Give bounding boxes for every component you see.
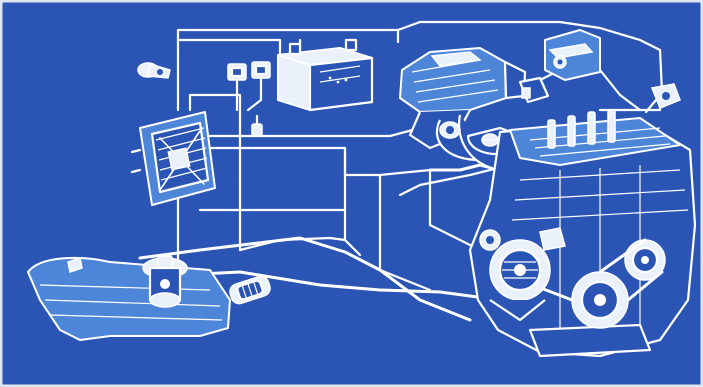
filter-icon <box>229 275 271 305</box>
sensor-icon <box>518 29 601 104</box>
tank-icon <box>27 256 231 341</box>
actuator-icon <box>644 83 681 114</box>
pump-icon <box>142 255 188 308</box>
relay-icon <box>227 61 271 112</box>
ecu-icon <box>130 111 216 206</box>
alternator-icon <box>479 227 566 322</box>
coil-icon <box>137 62 171 79</box>
battery-icon <box>277 38 374 112</box>
engine-icon <box>468 109 697 358</box>
wiring-harness <box>118 20 664 322</box>
connector-icon <box>251 114 263 137</box>
injector-icon <box>547 109 616 149</box>
intake-icon <box>399 47 527 172</box>
